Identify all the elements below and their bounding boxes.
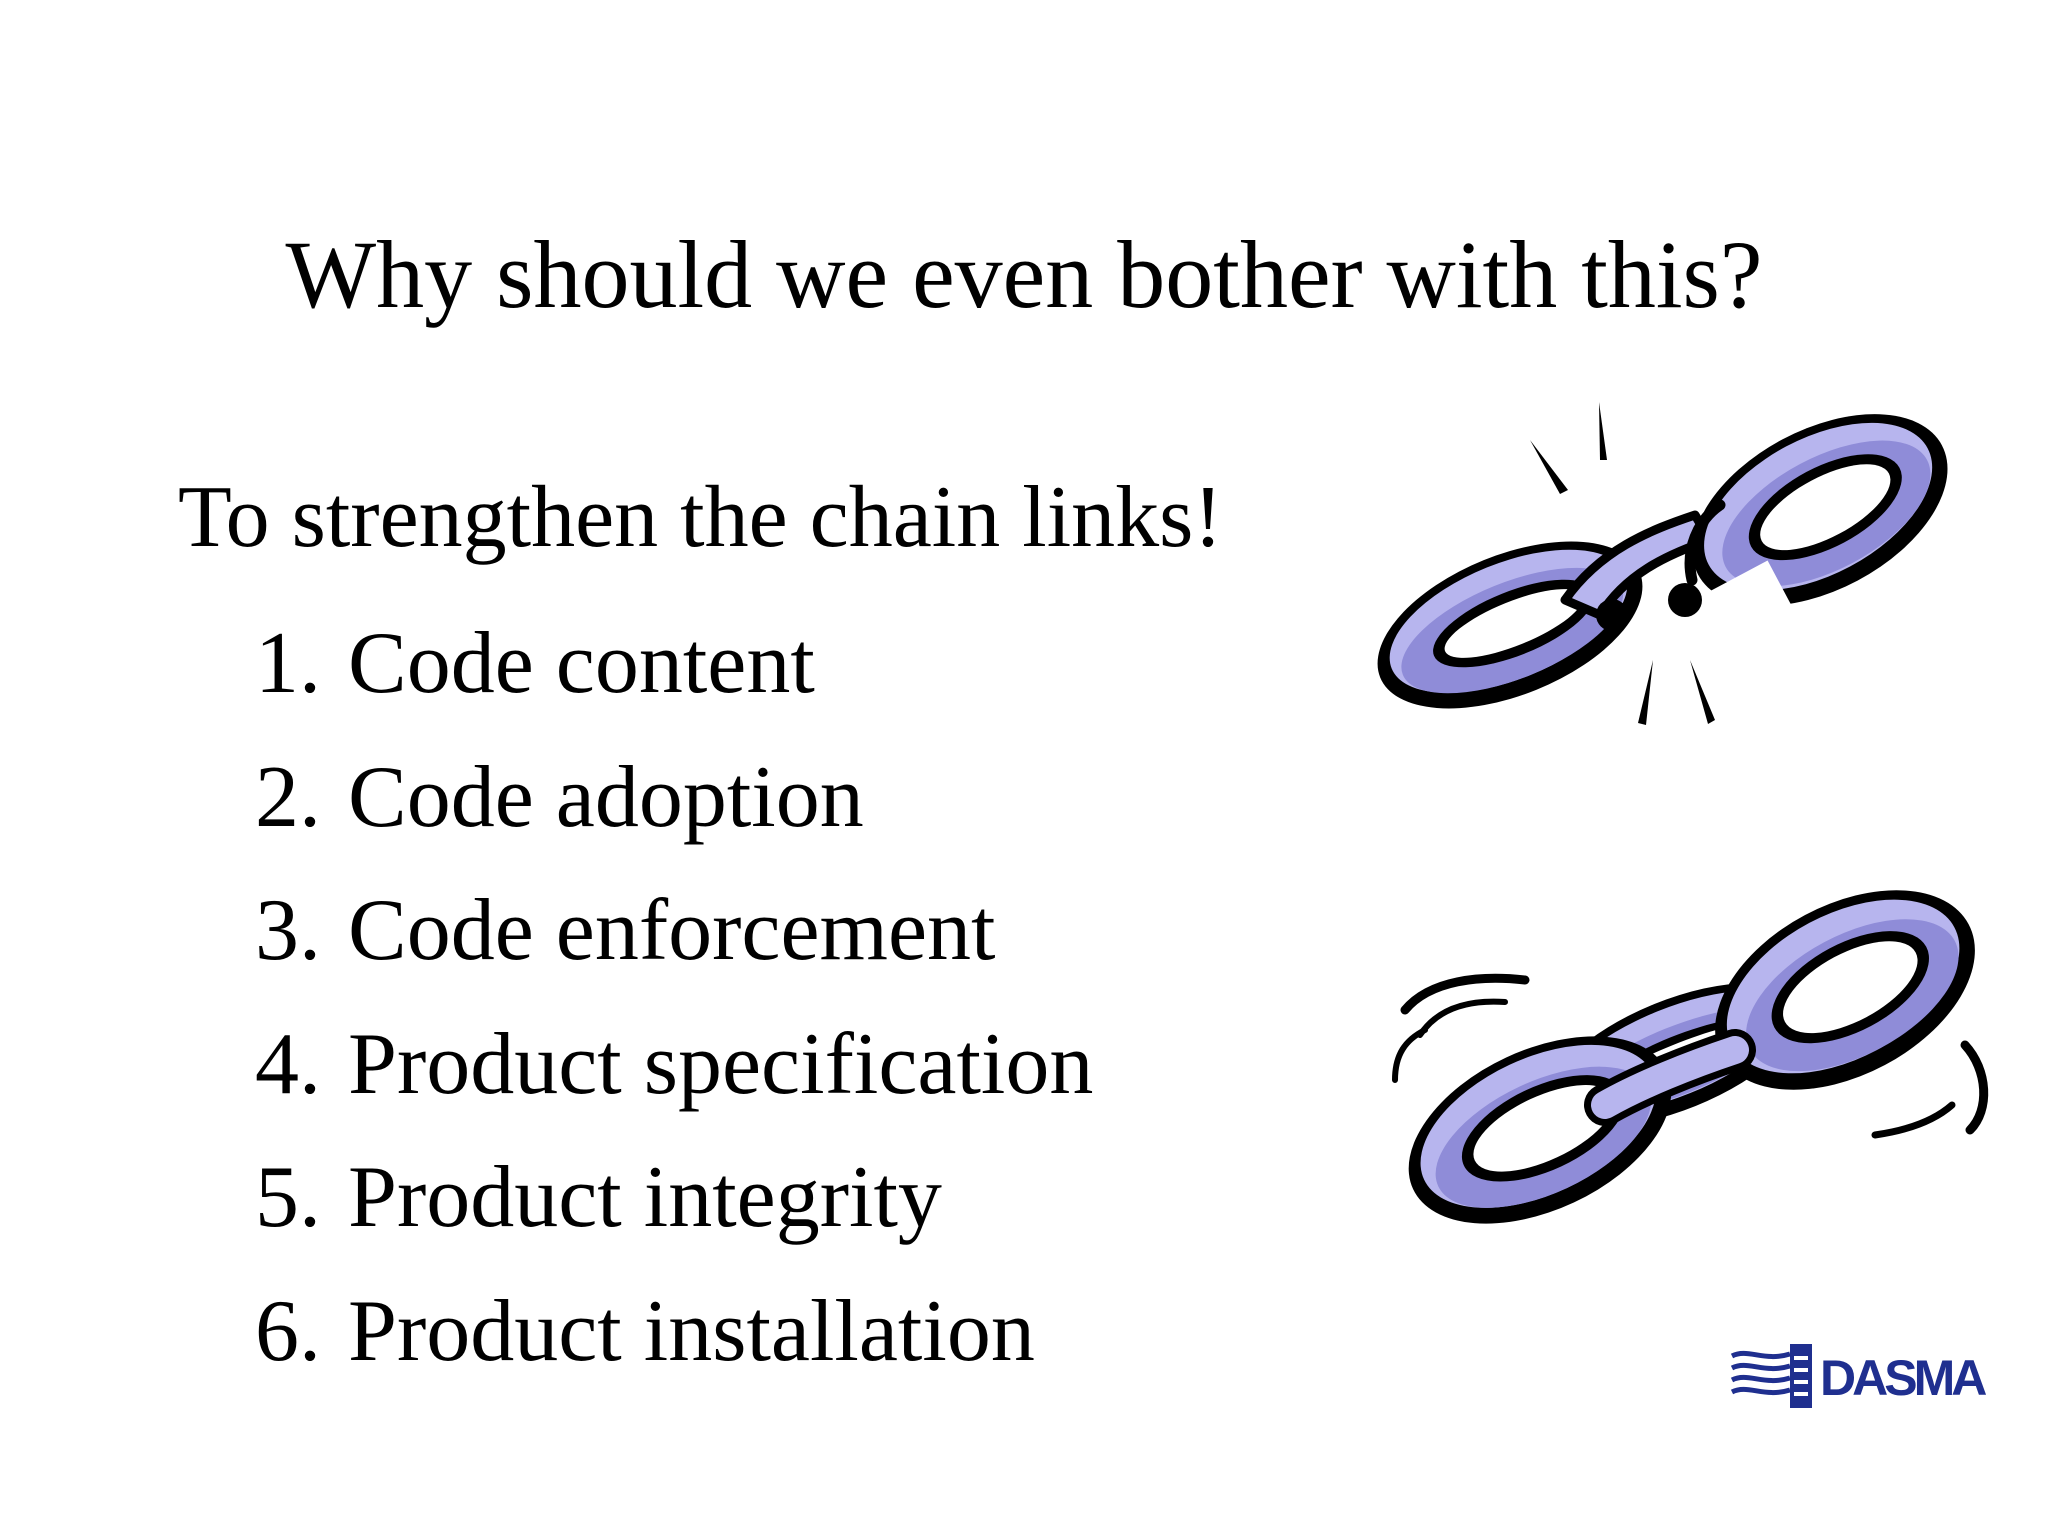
list-item: 3. Code enforcement (255, 864, 1093, 998)
dasma-logo-mark (1730, 1344, 1812, 1408)
list-item-label: Code enforcement (348, 882, 996, 979)
slide-title: Why should we even bother with this? (285, 221, 1763, 328)
broken-chain-icon (1377, 402, 1948, 725)
list-item: 6. Product installation (255, 1265, 1093, 1399)
list-item-number: 3. (255, 882, 321, 979)
list-item-label: Product integrity (348, 1149, 942, 1246)
dasma-logo-text: DASMA (1820, 1350, 1987, 1406)
list-item-number: 2. (255, 748, 321, 846)
chain-icon (1392, 890, 1989, 1224)
numbered-list: 1. Code content 2. Code adoption 3. Code en… (255, 597, 1093, 1398)
chain-link-right (1692, 414, 1948, 660)
list-item-label: Code adoption (348, 748, 864, 846)
list-item-number: 1. (255, 615, 321, 712)
list-item-label: Product specification (348, 1015, 1094, 1113)
list-item-label: Product installation (348, 1282, 1035, 1380)
list-item: 1. Code content (255, 597, 1093, 731)
list-item: 4. Product specification (255, 998, 1093, 1132)
chain-link-right (1715, 890, 1975, 1090)
dasma-logo: DASMA (1730, 1342, 1990, 1412)
list-item-number: 6. (255, 1282, 321, 1380)
list-item: 5. Product integrity (255, 1131, 1093, 1265)
list-item-number: 5. (255, 1149, 321, 1246)
list-item-label: Code content (348, 615, 815, 712)
list-item: 2. Code adoption (255, 731, 1093, 865)
list-item-number: 4. (255, 1015, 321, 1113)
intro-text: To strengthen the chain links! (178, 469, 1223, 566)
